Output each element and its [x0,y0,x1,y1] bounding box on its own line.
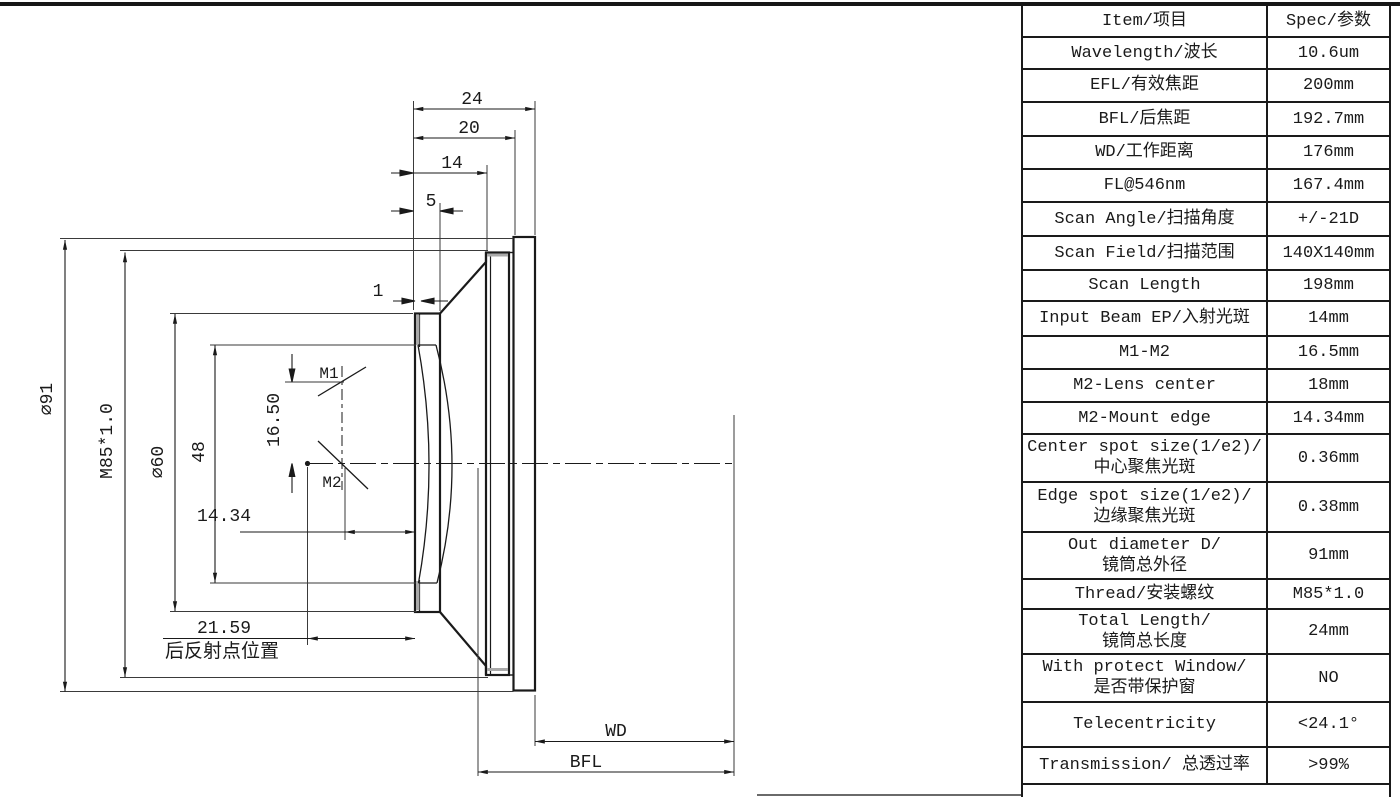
spec-partial-row [1023,785,1389,797]
spec-value-cell: 167.4mm [1292,176,1365,195]
cone-bottom [439,611,488,675]
spec-value-cell: +/-21D [1297,209,1360,229]
spec-item-cell: Out diameter D/ 镜筒总外径 [1023,533,1268,578]
front-ring [413,312,442,614]
dim-m1-m2: 16.50 [265,393,285,447]
spec-row: Wavelength/波长 10.6um [1023,38,1389,70]
lens-technical-drawing: 24 20 14 5 1 ∅91 M85*1.0 ∅60 48 16.50 M1… [38,90,735,776]
label-mirror1: M1 [319,365,338,383]
spec-value-cell: 10.6um [1297,43,1360,63]
mirror2-line [317,440,369,490]
spec-row: Input Beam EP/入射光斑 14mm [1023,302,1389,337]
label-mirror2: M2 [322,474,341,492]
dim-outer-diameter: ∅91 [38,383,58,415]
spec-value-cell: 176mm [1302,143,1354,162]
spec-value-cell: >99% [1308,756,1349,775]
rear-reflection-point [304,460,311,467]
spec-row: Thread/安装螺纹 M85*1.0 [1023,580,1389,610]
dim-rear-point: 21.59 [197,619,251,639]
cone-top [439,252,488,315]
dim-wd: WD [605,722,627,742]
spec-header-row: Item/项目 Spec/参数 [1023,6,1389,38]
spec-header-item: Item/项目 [1023,6,1268,36]
spec-row: Telecentricity <24.1° [1023,703,1389,748]
spec-item-cell: FL@546nm [1023,170,1268,201]
spec-value-cell: 91mm [1308,546,1349,565]
sheet-bottom-border [757,794,1023,796]
dim-24: 24 [461,90,483,110]
spec-item-cell: EFL/有效焦距 [1023,70,1268,101]
spec-item-cell: Telecentricity [1023,703,1268,746]
dim-clear-aperture: 48 [190,441,210,463]
spec-item-cell: M2-Lens center [1023,370,1268,401]
spec-value-cell: 192.7mm [1292,109,1365,129]
spec-item-cell: Thread/安装螺纹 [1023,580,1268,608]
spec-value-cell: 0.38mm [1297,497,1360,517]
spec-header-spec: Spec/参数 [1285,11,1371,31]
spec-row: With protect Window/ 是否带保护窗 NO [1023,655,1389,703]
spec-item-cell: Input Beam EP/入射光斑 [1023,302,1268,335]
spec-value-cell: 14.34mm [1292,408,1365,428]
spec-item-cell: Transmission/ 总透过率 [1023,748,1268,783]
shading [416,253,508,671]
dimension-lines [62,106,735,775]
spec-value-cell: M85*1.0 [1292,584,1365,604]
spec-row: Scan Field/扫描范围 140X140mm [1023,237,1389,271]
dim-m2-mount-edge: 14.34 [197,507,251,527]
spec-item-cell: Edge spot size(1/e2)/ 边缘聚焦光斑 [1023,483,1268,531]
spec-row: WD/工作距离 176mm [1023,137,1389,170]
spec-item-cell: M1-M2 [1023,337,1268,368]
spec-item-cell: M2-Mount edge [1023,403,1268,433]
spec-row: M1-M2 16.5mm [1023,337,1389,370]
spec-row: BFL/后焦距 192.7mm [1023,103,1389,137]
spec-row: Scan Angle/扫描角度 +/-21D [1023,203,1389,237]
spec-item-cell: Scan Field/扫描范围 [1023,237,1268,269]
spec-item-cell: Center spot size(1/e2)/ 中心聚焦光斑 [1023,435,1268,481]
spec-row: M2-Lens center 18mm [1023,370,1389,403]
caption-rear-point: 后反射点位置 [165,640,279,663]
spec-value-cell: 200mm [1302,76,1354,95]
spec-row: Out diameter D/ 镜筒总外径 91mm [1023,533,1389,580]
extension-lines [60,101,735,776]
spec-value-cell: 18mm [1308,376,1349,395]
spec-value-cell: 140X140mm [1282,243,1375,263]
spec-row: Scan Length 198mm [1023,271,1389,302]
dim-14: 14 [441,154,463,174]
spec-item-cell: Total Length/ 镜筒总长度 [1023,610,1268,653]
spec-item-cell: Wavelength/波长 [1023,38,1268,68]
spec-value-cell: 14mm [1308,309,1349,328]
spec-row: FL@546nm 167.4mm [1023,170,1389,203]
spec-item-cell: Scan Angle/扫描角度 [1023,203,1268,235]
spec-row: Total Length/ 镜筒总长度 24mm [1023,610,1389,655]
dim-5: 5 [426,192,437,212]
spec-row: M2-Mount edge 14.34mm [1023,403,1389,435]
mirrors [317,366,369,490]
dimension-texts: 24 20 14 5 1 ∅91 M85*1.0 ∅60 48 16.50 M1… [38,90,627,773]
spec-row: Center spot size(1/e2)/ 中心聚焦光斑 0.36mm [1023,435,1389,483]
spec-value-cell: <24.1° [1297,715,1360,734]
centerlines [307,366,734,490]
dim-front-diameter: ∅60 [149,446,169,478]
spec-row: Transmission/ 总透过率 >99% [1023,748,1389,785]
dim-bfl: BFL [570,753,602,773]
spec-value-cell: NO [1318,668,1339,688]
spec-value-cell: 198mm [1302,276,1354,295]
dim-20: 20 [458,119,480,139]
spec-item-cell: With protect Window/ 是否带保护窗 [1023,655,1268,701]
spec-value-cell: 0.36mm [1297,448,1360,468]
sheet-top-border [0,2,1400,6]
dim-thread: M85*1.0 [98,403,118,479]
spec-item-cell: Scan Length [1023,271,1268,300]
spec-row: EFL/有效焦距 200mm [1023,70,1389,103]
spec-value-cell: 16.5mm [1297,343,1360,362]
spec-item-cell: WD/工作距离 [1023,137,1268,168]
spec-value-cell: 24mm [1308,622,1349,641]
spec-item-cell: BFL/后焦距 [1023,103,1268,135]
dim-1: 1 [373,282,384,302]
spec-row: Edge spot size(1/e2)/ 边缘聚焦光斑 0.38mm [1023,483,1389,533]
